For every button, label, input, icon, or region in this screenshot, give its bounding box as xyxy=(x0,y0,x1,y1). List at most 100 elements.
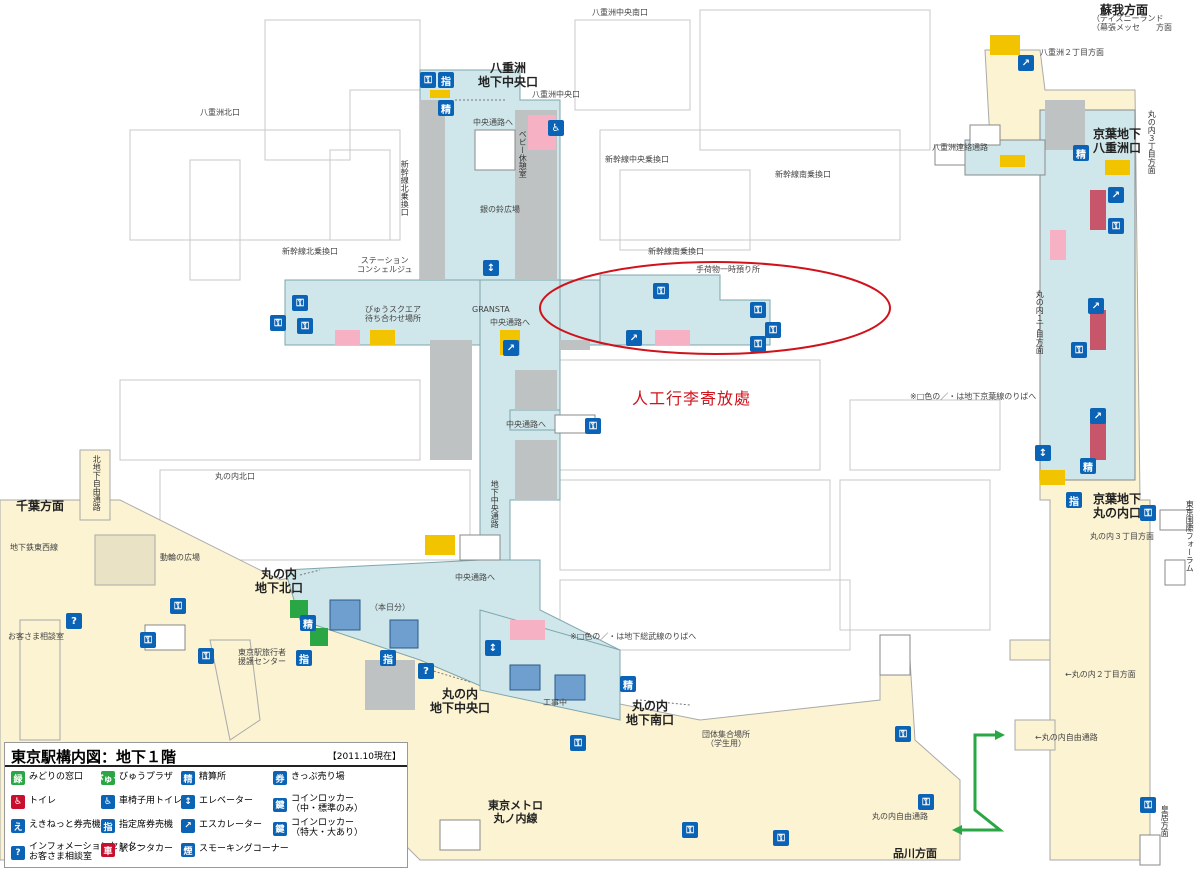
coin-locker-icon: ⚿ xyxy=(420,72,436,88)
eki-net-icon: え xyxy=(11,819,25,833)
wheelchair-toilet-icon: ♿ xyxy=(101,795,115,809)
smoking-icon: 煙 xyxy=(181,843,195,857)
legend-item-label: スモーキングコーナー xyxy=(199,844,289,855)
legend-item-label: 精算所 xyxy=(199,772,227,783)
coin-locker-icon: ⚿ xyxy=(1108,218,1124,234)
label-chiba: 千葉方面 xyxy=(16,499,65,513)
fare-adjust-icon: 精 xyxy=(300,615,316,631)
legend-item-label: きっぷ売り場 xyxy=(291,772,345,783)
label-marunouchi-chika-minami: 丸の内 地下南口 xyxy=(626,699,675,727)
label-shinkansen-kita: 新幹線北乗換口 xyxy=(282,247,338,256)
label-shinkansen-kita-v: 新幹線北乗換口 xyxy=(400,160,410,216)
midori-window-icon: 緑 xyxy=(11,771,25,785)
label-dourin-hiroba: 動輪の広場 xyxy=(160,553,200,562)
sobu-platform-markers xyxy=(329,599,586,701)
label-chuo-tsuro-3: 中央通路へ xyxy=(506,420,546,429)
escalator-icon: ↗ xyxy=(1088,298,1104,314)
coin-locker-icon: ⚿ xyxy=(895,726,911,742)
label-marunouchi-chika-chuo: 丸の内 地下中央口 xyxy=(430,687,491,715)
legend-item: ↗エスカレーター xyxy=(181,819,262,833)
coin-locker-icon: ⚿ xyxy=(918,794,934,810)
label-yaesu-chika-chuo: 八重洲 地下中央口 xyxy=(478,61,539,89)
label-marunouchi-3chome-a: 丸の内３丁目方面 xyxy=(1147,110,1157,174)
coin-locker-icon: ⚿ xyxy=(1140,505,1156,521)
label-honjitsu: （本日分） xyxy=(370,603,410,612)
label-yaesu-renraku: 八重洲連絡通路 xyxy=(932,143,988,152)
ticket-machine-icon: 券 xyxy=(273,771,287,785)
label-forum: 東京国際フォーラム xyxy=(1185,500,1195,572)
escalator-icon: ↗ xyxy=(1018,55,1034,71)
coin-locker-icon: ⚿ xyxy=(765,322,781,338)
coin-locker-icon: ⚿ xyxy=(270,315,286,331)
label-dantai-shugo: 団体集合場所 （学生用） xyxy=(702,730,750,749)
legend-item: 鍵コインロッカー （特大・大あり） xyxy=(273,818,363,839)
label-soga: 蘇我方面 xyxy=(1100,3,1149,17)
legend-item: ええきねっと券売機 xyxy=(11,819,101,833)
green-markers xyxy=(290,600,328,646)
label-keiyo-yaesu: 京葉地下 八重洲口 xyxy=(1093,127,1142,155)
legend-title: 東京駅構内図：地下１階 xyxy=(11,748,177,766)
label-marunouchi-chika-kita: 丸の内 地下北口 xyxy=(255,567,304,595)
coin-locker-icon: 鍵 xyxy=(273,797,287,812)
legend-item-label: トイレ xyxy=(29,796,57,807)
escalator-icon: ↗ xyxy=(1108,187,1124,203)
coin-locker-icon: ⚿ xyxy=(1140,797,1156,813)
legend-header: 東京駅構内図：地下１階 【2011.10現在】 xyxy=(5,743,407,767)
legend-item-label: 指定席券売機 xyxy=(119,820,174,831)
label-yaesu-chuo-s: 八重洲中央南口 xyxy=(592,8,648,17)
green-arrow-head xyxy=(995,730,1005,740)
coin-locker-icon: ⚿ xyxy=(170,598,186,614)
legend-item: 車駅レンタカー xyxy=(101,843,173,857)
label-kouji: 工事中 xyxy=(543,698,567,707)
label-chuo-tsuro-2: 中央通路へ xyxy=(490,318,530,327)
fare-adjust-icon: 精 xyxy=(1073,145,1089,161)
rent-a-car-icon: 車 xyxy=(101,843,115,857)
coin-locker-large-icon: 鍵 xyxy=(273,821,287,836)
gate-lines xyxy=(299,99,691,706)
legend-item-label: エレベーター xyxy=(199,796,254,807)
green-arrow-head-2 xyxy=(952,825,962,835)
legend-item: 券きっぷ売り場 xyxy=(273,771,345,785)
legend-item: 指指定席券売機 xyxy=(101,819,173,833)
legend-item: ♿ トイレ xyxy=(11,795,56,809)
green-route-arrow xyxy=(960,733,1005,832)
coin-locker-icon: ⚿ xyxy=(750,302,766,318)
escalator-icon: ↗ xyxy=(503,340,519,356)
label-marunouchi-jiyu: 丸の内自由通路 xyxy=(872,812,928,821)
label-station-concierge: ステーション コンシェルジュ xyxy=(357,256,413,275)
legend-date: 【2011.10現在】 xyxy=(327,752,401,762)
label-marunouchi-jiyu-2: ←丸の内自由通路 xyxy=(1035,733,1098,742)
label-shinkansen-minami-2: 新幹線南乗換口 xyxy=(648,247,704,256)
annotation-ellipse xyxy=(539,261,891,355)
label-marunouchi-1chome: 丸の内１丁目方面 xyxy=(1035,290,1045,354)
coin-locker-icon: ⚿ xyxy=(292,295,308,311)
legend-item-label: びゅうプラザ xyxy=(119,772,173,783)
fare-adjust-icon: 精 xyxy=(438,100,454,116)
label-ginnosuzu: 銀の鈴広場 xyxy=(480,205,520,214)
coin-locker-icon: ⚿ xyxy=(773,830,789,846)
legend-item: びゅうびゅうプラザ xyxy=(95,771,173,785)
reserved-ticket-icon: 指 xyxy=(380,650,396,666)
coin-locker-icon: ⚿ xyxy=(140,632,156,648)
legend-item: 鍵コインロッカー （中・標準のみ） xyxy=(273,794,364,815)
reserved-ticket-icon: 指 xyxy=(438,72,454,88)
label-yaesu-kita: 八重洲北口 xyxy=(200,108,240,117)
elevator-icon: ↕ xyxy=(485,640,501,656)
label-marunouchi-kita-gate: 丸の内北口 xyxy=(215,472,255,481)
reserved-ticket-icon: 指 xyxy=(1066,492,1082,508)
legend-item: ↕エレベーター xyxy=(181,795,253,809)
legend-item: ♿車椅子用トイレ xyxy=(101,795,182,809)
label-shinkansen-chuo: 新幹線中央乗換口 xyxy=(605,155,669,164)
label-shinagawa: 品川方面 xyxy=(893,847,937,860)
escalator-icon: ↗ xyxy=(181,819,195,833)
building-outlines xyxy=(119,9,1001,651)
legend-item-label: えきねっと券売機 xyxy=(29,820,101,831)
label-tokyo-metro: 東京メトロ 丸ノ内線 xyxy=(488,799,543,825)
view-plaza-icon: びゅう xyxy=(95,771,122,785)
label-kokyo: 皇居方面 xyxy=(1160,805,1170,837)
coin-locker-icon: ⚿ xyxy=(682,822,698,838)
info-center-icon: ? xyxy=(11,845,25,860)
toilet-icon: ♿ xyxy=(11,795,25,809)
label-kita-chika-jiyu: 北地下自由通路 xyxy=(92,455,102,511)
legend-item-label: コインロッカー （中・標準のみ） xyxy=(291,794,364,814)
